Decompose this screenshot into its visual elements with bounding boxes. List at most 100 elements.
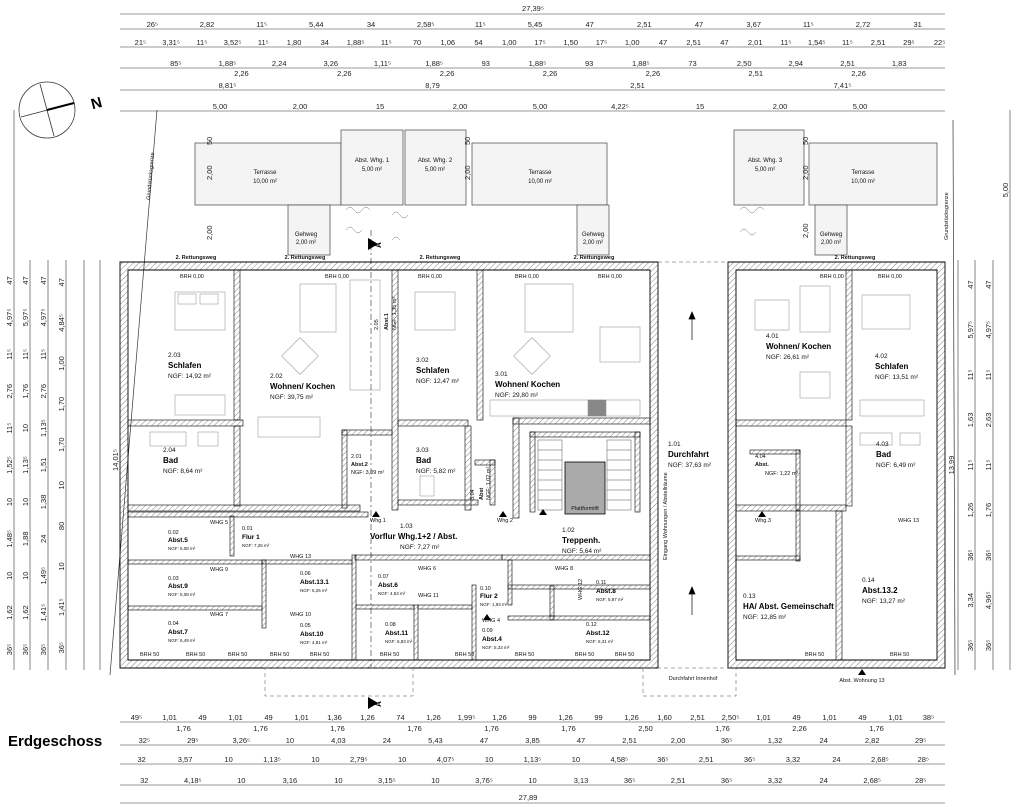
- bottom-dimensions: [120, 721, 945, 804]
- svg-text:NGF: 13,27 m²: NGF: 13,27 m²: [862, 598, 906, 605]
- top_row3a-dim-6: 93: [482, 59, 490, 68]
- terraces: [194, 129, 938, 256]
- escape-route-4: 2. Rettungsweg: [574, 255, 615, 261]
- room-2-01: 2.01 Abst.2 NGF: 3,09 m²: [351, 454, 384, 476]
- bottom_row1a-dim-10: 1,99⁵: [458, 713, 476, 722]
- bottom_row4-dim-1: 4,18⁵: [184, 776, 202, 785]
- svg-text:NGF: 6,49 m²: NGF: 6,49 m²: [876, 462, 916, 469]
- right-dimensions: [957, 110, 1011, 670]
- top_row3a-dim-3: 3,26: [323, 59, 338, 68]
- right-top-dim: 5,00: [1001, 183, 1010, 198]
- room-3-04: 3.04 Abst NGF: 1,02 m²: [470, 467, 492, 500]
- top_row2-dim-10: 1,06: [440, 38, 455, 47]
- svg-text:4.03: 4.03: [876, 441, 889, 448]
- svg-text:Abst.2: Abst.2: [351, 462, 368, 468]
- svg-text:NGF: 12,85 m²: NGF: 12,85 m²: [743, 614, 787, 621]
- svg-text:0.10: 0.10: [480, 586, 491, 592]
- top_row3b-dim-4: 2,26: [646, 69, 661, 78]
- room-4-01: 4.01 Wohnen/ Kochen NGF: 26,61 m²: [766, 333, 831, 361]
- right_col1-dim-1: 5,97⁵: [966, 321, 975, 339]
- bottom_row2-dim-6: 5,43: [428, 736, 443, 745]
- top_row2-dim-2: 11⁵: [196, 38, 207, 47]
- svg-text:0.13: 0.13: [743, 593, 756, 600]
- bottom_row1b-dim-1: 1,76: [253, 724, 268, 733]
- svg-text:0.06: 0.06: [300, 571, 311, 577]
- right_col2-dim-7: 4,96⁵: [984, 591, 993, 609]
- brh-top-2: BRH 0,00: [325, 274, 349, 280]
- top_row2-dim-19: 47: [720, 38, 728, 47]
- room-0-13: 0.13 HA/ Abst. Gemeinschaft NGF: 12,85 m…: [743, 593, 834, 621]
- bottom_row3-dim-0: 32: [138, 755, 146, 764]
- svg-text:NGF: 5,33 m²: NGF: 5,33 m²: [482, 645, 510, 650]
- svg-text:0.14: 0.14: [862, 577, 875, 584]
- apartment-doors: Whg.1 Whg.2 Whg.3: [370, 509, 866, 675]
- bottom_row2-dim-5: 24: [383, 736, 391, 745]
- bottom_row1a-dim-17: 2,51: [690, 713, 705, 722]
- svg-text:0.01: 0.01: [242, 526, 253, 532]
- section-a-bottom: A: [374, 701, 383, 707]
- platform-lift-label: Plattformlift: [571, 506, 599, 512]
- top_row5-dim-3: 2,00: [453, 102, 468, 111]
- terrace-dim-a: 2,00: [205, 165, 214, 180]
- bottom_row1a-dim-12: 99: [528, 713, 536, 722]
- top_row3b-dim-2: 2,26: [440, 69, 455, 78]
- right_col2-dim-6: 36⁵: [984, 549, 993, 560]
- svg-text:Abst.1: Abst.1: [384, 313, 390, 330]
- storage-abst10: WHG 10 0.05 Abst.10 NGF: 4,81 m²: [290, 612, 328, 645]
- bottom_row1b-dim-9: 1,76: [869, 724, 884, 733]
- left_col1-dim-5: 1,52⁵: [5, 456, 14, 474]
- bottom_row1a-dim-18: 2,50⁵: [722, 713, 740, 722]
- passage-yard-label: Durchfahrt Innenhof: [669, 676, 718, 682]
- left_col1-dim-7: 1,48⁵: [5, 530, 14, 548]
- escape-route-1: 2. Rettungsweg: [176, 255, 217, 261]
- svg-text:Treppenh.: Treppenh.: [562, 536, 600, 545]
- left_col4-dim-3: 1,70: [57, 397, 66, 412]
- bottom_row1a-dim-19: 1,01: [756, 713, 771, 722]
- svg-text:Wohnen/ Kochen: Wohnen/ Kochen: [270, 382, 335, 391]
- right-outer-dim: 13,99: [947, 456, 956, 475]
- left_col1-dim-0: 47: [5, 276, 14, 284]
- bottom_row1a-dim-7: 1,26: [360, 713, 375, 722]
- terrace-dim-c: 50: [205, 137, 214, 145]
- right_col2-dim-8: 36⁵: [984, 640, 993, 651]
- svg-text:HA/ Abst. Gemeinschaft: HA/ Abst. Gemeinschaft: [743, 602, 834, 611]
- bottom_row2-dim-16: 29⁵: [915, 736, 926, 745]
- terrace-3-area: 10,00 m²: [851, 179, 875, 185]
- svg-text:0.03: 0.03: [168, 576, 179, 582]
- top_row4-dim-1: 8,79: [425, 81, 440, 90]
- top_row1-dim-13: 2,72: [856, 20, 871, 29]
- bottom-total-dim: 27,89: [519, 793, 538, 802]
- bottom_row3-dim-15: 3,32: [786, 755, 801, 764]
- boundary-left: Grundstücksgrenze: [146, 152, 156, 200]
- top_row3a-dim-4: 1,11⁵: [374, 59, 391, 68]
- svg-text:NGF: 5,25 m²: NGF: 5,25 m²: [300, 588, 328, 593]
- svg-text:2.01: 2.01: [351, 454, 362, 460]
- svg-text:WHG 7: WHG 7: [210, 612, 228, 618]
- bottom_row4-dim-14: 24: [820, 776, 828, 785]
- svg-text:NGF: 1,35 m²: NGF: 1,35 m²: [392, 297, 398, 330]
- top_row5-dim-0: 5,00: [213, 102, 228, 111]
- terrace-2-name: Terrasse: [528, 170, 552, 176]
- svg-text:NGF: 6,83 m²: NGF: 6,83 m²: [385, 639, 413, 644]
- bottom_row3-dim-16: 24: [832, 755, 840, 764]
- bottom_row3-dim-2: 10: [224, 755, 232, 764]
- bottom_row3-dim-11: 4,58⁵: [610, 755, 628, 764]
- top_row4-dim-2: 2,51: [630, 81, 645, 90]
- top_row3a-dim-5: 1,88⁵: [425, 59, 443, 68]
- svg-text:3.02: 3.02: [416, 357, 429, 364]
- bottom_row4-dim-9: 3,13: [574, 776, 589, 785]
- top_row1-dim-4: 34: [367, 20, 375, 29]
- top_row5-dim-7: 2,00: [773, 102, 788, 111]
- bottom_row1b-dim-2: 1,76: [330, 724, 345, 733]
- top_row2-dim-20: 2,01: [748, 38, 763, 47]
- left_col3-dim-5: 1,51: [39, 458, 48, 473]
- terrace-dim-f: 2,00: [801, 223, 810, 238]
- room-1-03: 1.03 Vorflur Whg.1+2 / Abst. NGF: 7,27 m…: [370, 523, 457, 551]
- walkway-3-name: Gehweg: [820, 232, 842, 238]
- svg-text:WHG 5: WHG 5: [210, 520, 228, 526]
- bottom_row2-dim-11: 2,00: [671, 736, 686, 745]
- storage-abst6: WHG 6 0.07 Abst.6 NGF: 4,63 m²: [378, 566, 436, 596]
